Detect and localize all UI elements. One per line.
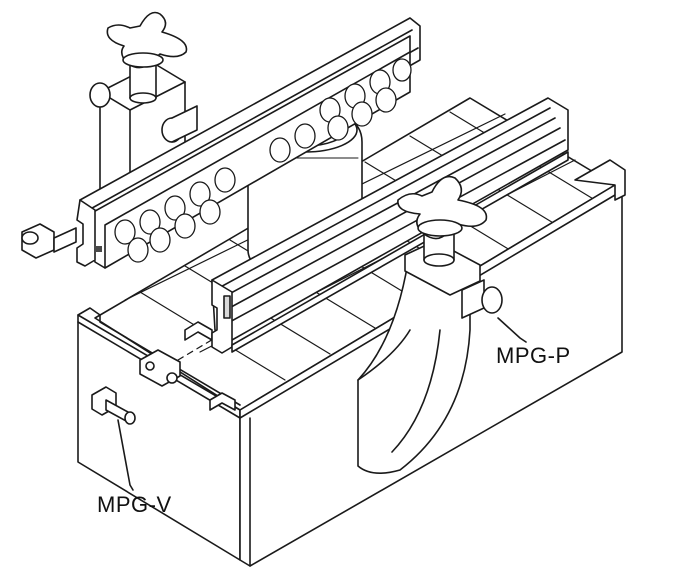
mpg-v-pin-mount [92, 338, 215, 490]
pin-icon [92, 387, 135, 424]
side-knob [22, 224, 76, 258]
star-knob-icon-front [398, 177, 487, 239]
frame-end-cap [575, 160, 625, 200]
mpg-v-leader [118, 420, 133, 490]
mpg-p-leader [498, 318, 526, 342]
back-guide-rail [77, 18, 420, 268]
right-bracket-assembly [358, 177, 526, 474]
rail-rollers [115, 59, 411, 262]
star-knob-icon [107, 13, 186, 68]
frame-left-lip [78, 308, 240, 405]
mpg-p-label: MPG-P [496, 343, 571, 368]
mpg-v-label: MPG-V [97, 492, 172, 517]
